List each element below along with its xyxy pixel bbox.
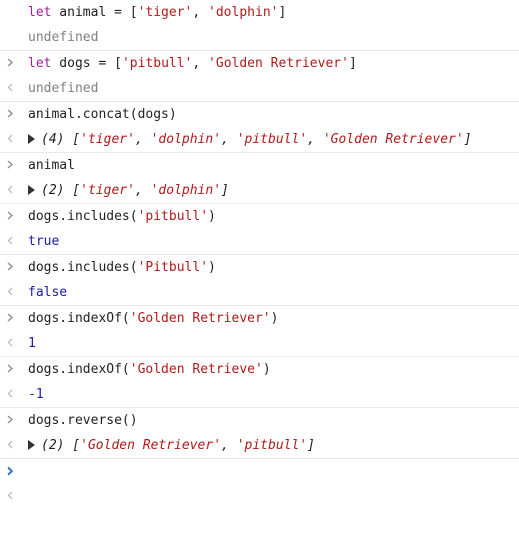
console-entry: animal.concat(dogs) (4) ['tiger', 'dolph… [0,102,519,194]
triangle-right-icon[interactable] [28,440,35,450]
console-output-value: undefined [28,30,99,45]
chevron-left-icon [0,280,20,347]
console-output-line: -1 [0,382,519,449]
console-input-line[interactable]: let animal = ['tiger', 'dolphin'] [0,0,519,67]
chevron-right-icon [0,408,20,475]
console-output-line[interactable]: (2) ['Golden Retriever', 'pitbull'] [0,433,519,500]
console-input-line[interactable]: animal.concat(dogs) [0,102,519,169]
console-input-line[interactable]: dogs.indexOf('Golden Retrieve') [0,357,519,424]
console-input-code: animal [28,158,75,173]
console-input-line[interactable]: dogs.indexOf('Golden Retriever') [0,306,519,373]
console-input-code: dogs.includes('pitbull') [28,209,216,224]
chevron-right-icon [0,51,20,118]
console-input-line[interactable]: let dogs = ['pitbull', 'Golden Retriever… [0,51,519,118]
array-preview[interactable]: (4) ['tiger', 'dolphin', 'pitbull', 'Gol… [28,127,472,152]
chevron-left-icon [0,76,20,143]
console-input-line[interactable]: dogs.includes('pitbull') [0,204,519,271]
chevron-right-icon [0,255,20,322]
console-entry: dogs.indexOf('Golden Retriever') 1 [0,306,519,398]
chevron-right-icon [0,0,20,67]
chevron-left-icon [0,25,20,92]
console-entry: let dogs = ['pitbull', 'Golden Retriever… [0,51,519,143]
console-input-code: dogs.indexOf('Golden Retrieve') [28,362,271,377]
chevron-left-icon [0,433,20,500]
console-output-line: false [0,280,519,347]
console-input-line[interactable]: dogs.reverse() [0,408,519,475]
console-input-code: dogs.includes('Pitbull') [28,260,216,275]
console-input-line[interactable]: dogs.includes('Pitbull') [0,255,519,322]
chevron-right-icon [0,459,20,484]
chevron-right-icon [0,306,20,373]
chevron-right-icon [0,102,20,169]
array-preview[interactable]: (2) ['tiger', 'dolphin'] [28,178,229,203]
console-output-value: -1 [28,387,44,402]
triangle-right-icon[interactable] [28,185,35,195]
console-input-line[interactable]: animal [0,153,519,220]
console-output-line: undefined [0,76,519,143]
console-entry: dogs.includes('pitbull') true [0,204,519,296]
chevron-right-icon [0,153,20,220]
console-output-line[interactable]: (2) ['tiger', 'dolphin'] [0,178,519,245]
console-output-line: true [0,229,519,296]
chevron-left-icon [0,229,20,296]
console-output-value: undefined [28,81,99,96]
console-input-code: let dogs = ['pitbull', 'Golden Retriever… [28,56,357,71]
console-input-code: let animal = ['tiger', 'dolphin'] [28,5,287,20]
array-preview[interactable]: (2) ['Golden Retriever', 'pitbull'] [28,433,315,458]
console-entry: let animal = ['tiger', 'dolphin'] undefi… [0,0,519,92]
console-prompt-input[interactable] [0,459,519,484]
chevron-left-icon [0,382,20,449]
console-input-code: animal.concat(dogs) [28,107,177,122]
console-entry: dogs.indexOf('Golden Retrieve') -1 [0,357,519,449]
console-output-line: 1 [0,331,519,398]
console-output-line[interactable]: (4) ['tiger', 'dolphin', 'pitbull', 'Gol… [0,127,519,194]
console-entry: animal (2) ['tiger', 'dolphin'] [0,153,519,245]
chevron-left-icon [0,178,20,245]
console-output-value: true [28,234,60,249]
chevron-right-icon [0,357,20,424]
console-entry: dogs.reverse() (2) ['Golden Retriever', … [0,408,519,500]
chevron-right-icon [0,204,20,271]
console-input-code: dogs.indexOf('Golden Retriever') [28,311,279,326]
console-output-value: false [28,285,68,300]
console-panel: let animal = ['tiger', 'dolphin'] undefi… [0,0,519,500]
chevron-left-icon [0,127,20,194]
chevron-left-icon [0,331,20,398]
triangle-right-icon[interactable] [28,134,35,144]
console-output-value: 1 [28,336,36,351]
console-input-code: dogs.reverse() [28,413,138,428]
console-output-line: undefined [0,25,519,92]
console-entry: dogs.includes('Pitbull') false [0,255,519,347]
